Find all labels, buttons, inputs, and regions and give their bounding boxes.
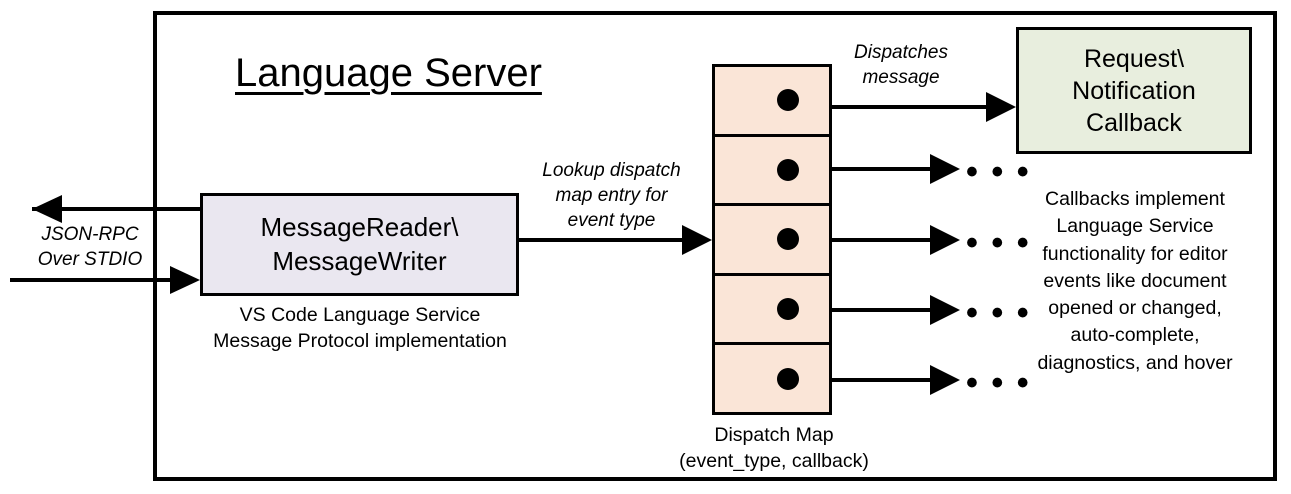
ellipsis-row-5: • • • [966,364,1031,402]
lookup-dispatch-label: Lookup dispatch map entry for event type [542,160,681,232]
callback-dot-icon [777,298,799,321]
dispatch-map-caption: Dispatch Map (event_type, callback) [679,424,869,472]
message-reader-writer-caption: VS Code Language Service Message Protoco… [213,304,507,352]
request-notification-callback-box[interactable]: Request\ Notification Callback [1016,27,1252,154]
ellipsis-row-3: • • • [966,224,1031,262]
jsonrpc-protocol-label: JSON-RPC Over STDIO [37,224,143,271]
callback-dot-icon [777,367,799,390]
callback-description-caption: Callbacks implement Language Service fun… [1037,188,1233,374]
callback-dot-icon [777,158,799,181]
dispatch-map-row[interactable] [715,137,829,207]
page-title: Language Server [235,51,542,95]
ellipsis-row-2: • • • [966,153,1031,191]
callback-dot-icon [777,228,799,251]
message-reader-writer-box[interactable]: MessageReader\ MessageWriter [200,193,519,296]
language-server-container [153,11,1277,481]
ellipsis-row-4: • • • [966,294,1031,332]
dispatches-message-label: Dispatches message [854,42,948,89]
dispatch-map-row[interactable] [715,345,829,412]
dispatch-map-row[interactable] [715,67,829,137]
dispatch-map-row[interactable] [715,206,829,276]
dispatch-map-row[interactable] [715,276,829,346]
callback-dot-icon [777,89,799,112]
dispatch-map-table[interactable] [712,64,832,415]
